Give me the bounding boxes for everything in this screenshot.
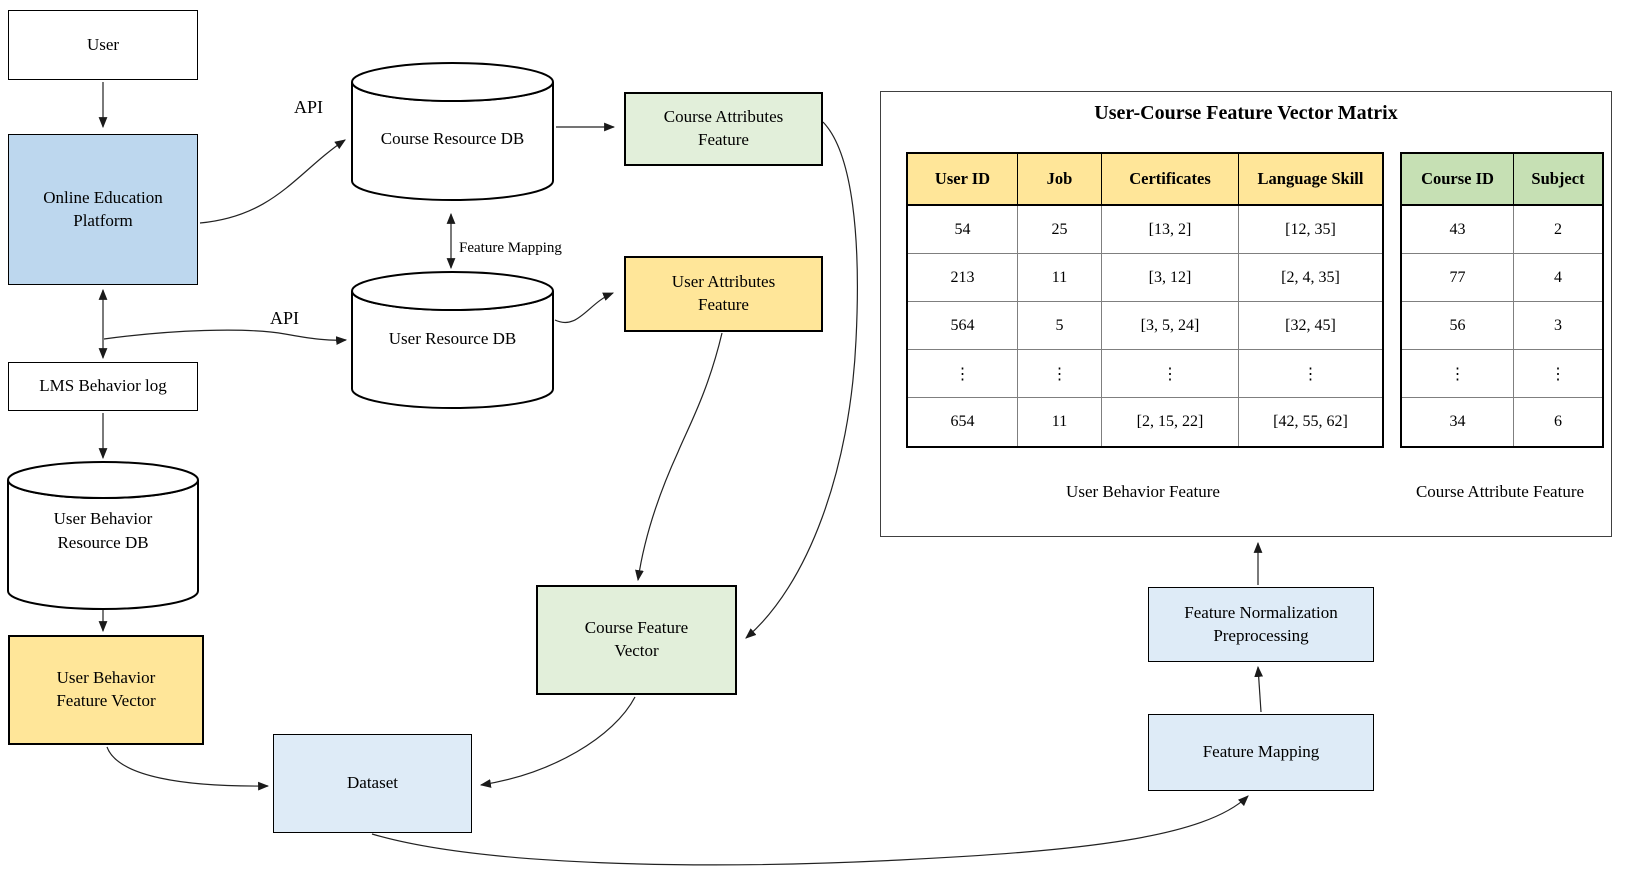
user-behavior-feature-span-label: User Behavior Feature <box>1066 482 1220 501</box>
course-feature-vector-node: Course Feature Vector <box>536 585 737 695</box>
header-subject: Subject <box>1514 154 1602 206</box>
user-behavior-feature-vector-node: User Behavior Feature Vector <box>8 635 204 745</box>
table-cell: [2, 4, 35] <box>1239 254 1382 302</box>
api-label-user: API <box>270 308 300 328</box>
course-attributes-feature-label: Course Attributes Feature <box>663 107 784 149</box>
table-cell: 11 <box>1018 254 1102 302</box>
feature-normalization-label: Feature Normalization Preprocessing <box>1184 602 1338 645</box>
online-education-platform-node: Online Education Platform <box>8 134 198 285</box>
edge-course-fv-to-dataset <box>479 696 636 788</box>
feature-normalization-node: Feature Normalization Preprocessing <box>1148 587 1374 662</box>
api-label-course: API <box>294 97 324 117</box>
user-resource-db-cylinder-top <box>351 271 554 311</box>
table-cell: 5 <box>1018 302 1102 350</box>
table-cell-ellipsis: ⋮ <box>1102 350 1239 398</box>
user-behavior-resource-db-node: User Behavior Resource DB <box>8 496 198 566</box>
course-resource-db-node: Course Resource DB <box>352 100 553 178</box>
edge-platform-to-user-db <box>103 329 348 346</box>
table-cell: 3 <box>1514 302 1602 350</box>
table-cell: 6 <box>1554 413 1562 430</box>
table-cell: [32, 45] <box>1239 302 1382 350</box>
course-attribute-table: Course ID Subject 43 2 77 4 56 3 ⋮ ⋮ 34 … <box>1400 152 1604 448</box>
table-cell-ellipsis: ⋮ <box>908 350 1018 398</box>
edge-dataset-to-feature-mapping <box>371 795 1249 866</box>
feature-mapping-node: Feature Mapping <box>1148 714 1374 791</box>
table-cell: 54 <box>908 206 1018 254</box>
matrix-title: User-Course Feature Vector Matrix <box>1094 102 1398 124</box>
table-cell-ellipsis: ⋮ <box>1514 350 1602 398</box>
header-course-id: Course ID <box>1402 154 1514 206</box>
table-cell: [42, 55, 62] <box>1273 413 1348 430</box>
table-cell: 25 <box>1018 206 1102 254</box>
dataset-label: Dataset <box>347 773 398 793</box>
header-user-id: User ID <box>908 154 1018 206</box>
table-cell: 213 <box>908 254 1018 302</box>
table-cell: 56 <box>1402 302 1514 350</box>
user-behavior-resource-db-label: User Behavior Resource DB <box>53 509 153 552</box>
user-behavior-db-cylinder-top <box>7 461 199 499</box>
table-cell: 564 <box>908 302 1018 350</box>
user-behavior-feature-vector-label: User Behavior Feature Vector <box>56 668 156 710</box>
feature-mapping-edge-label: Feature Mapping <box>459 240 562 256</box>
edge-course-attr-to-course-fv <box>745 121 858 639</box>
user-node-label: User <box>86 34 120 54</box>
course-attribute-feature-span-label: Course Attribute Feature <box>1415 482 1585 501</box>
table-cell: [2, 15, 22] <box>1102 398 1239 446</box>
dataset-node: Dataset <box>273 734 472 833</box>
table-cell: 77 <box>1402 254 1514 302</box>
header-job: Job <box>1018 154 1102 206</box>
header-language-skill: Language Skill <box>1239 154 1382 206</box>
user-resource-db-label: User Resource DB <box>388 329 517 349</box>
header-certificates: Certificates <box>1102 154 1239 206</box>
table-cell: [3, 5, 24] <box>1102 302 1239 350</box>
edge-user-attr-to-course-fv <box>635 332 723 582</box>
table-cell-ellipsis: ⋮ <box>1402 350 1514 398</box>
edge-feature-mapping-to-normalization <box>1254 665 1264 713</box>
edge-user-db-to-user-attr <box>554 292 615 323</box>
lms-behavior-log-label: LMS Behavior log <box>39 376 167 396</box>
table-cell: 34 <box>1402 398 1514 446</box>
table-cell: 43 <box>1402 206 1514 254</box>
table-cell-ellipsis: ⋮ <box>1018 350 1102 398</box>
table-cell: 4 <box>1514 254 1602 302</box>
table-cell: [13, 2] <box>1102 206 1239 254</box>
user-attributes-feature-node: User Attributes Feature <box>624 256 823 332</box>
course-resource-db-label: Course Resource DB <box>380 129 525 149</box>
feature-mapping-label: Feature Mapping <box>1202 742 1320 762</box>
course-attributes-feature-node: Course Attributes Feature <box>624 92 823 166</box>
user-resource-db-node: User Resource DB <box>352 318 553 360</box>
table-cell: 2 <box>1514 206 1602 254</box>
table-cell: 11 <box>1018 398 1102 446</box>
table-cell-ellipsis: ⋮ <box>1239 350 1382 398</box>
course-resource-db-cylinder-top <box>351 62 554 102</box>
online-education-platform-label: Online Education Platform <box>43 187 163 230</box>
user-behavior-table: User ID Job Certificates Language Skill … <box>906 152 1384 448</box>
edge-platform-to-course-db <box>199 139 346 224</box>
user-attributes-feature-label: User Attributes Feature <box>671 272 776 314</box>
user-node: User <box>8 10 198 80</box>
table-cell: [3, 12] <box>1102 254 1239 302</box>
lms-behavior-log-node: LMS Behavior log <box>8 362 198 411</box>
edge-behavior-fv-to-dataset <box>106 746 270 791</box>
table-cell: 654 <box>908 398 1018 446</box>
course-feature-vector-label: Course Feature Vector <box>584 618 689 660</box>
table-cell: [12, 35] <box>1239 206 1382 254</box>
